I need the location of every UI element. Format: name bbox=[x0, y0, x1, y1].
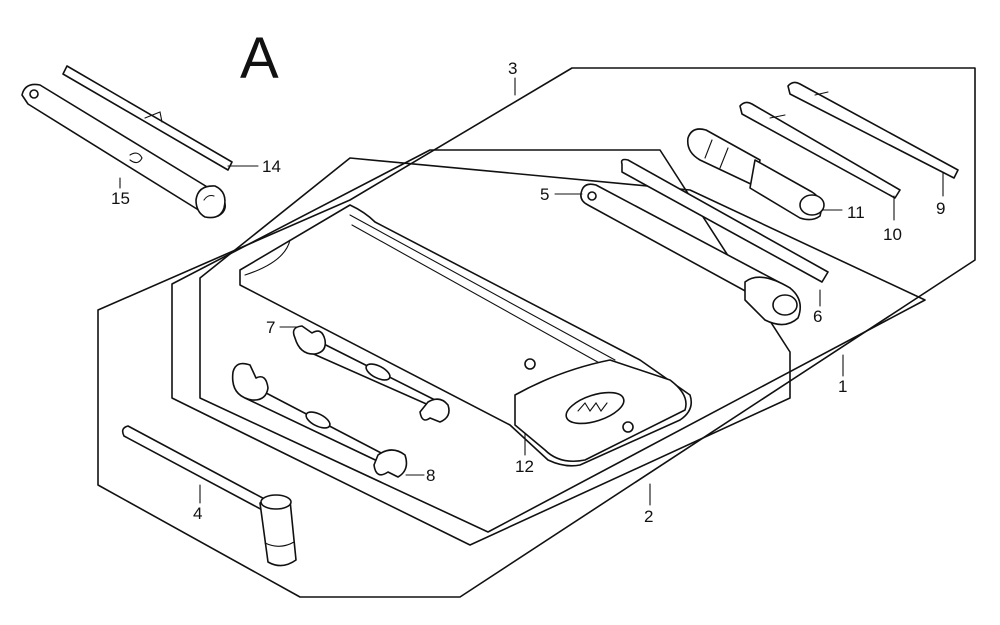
wrench-part-8 bbox=[231, 362, 408, 478]
screwdriver-blade-part-14 bbox=[62, 65, 233, 171]
callout-2: 2 bbox=[644, 507, 653, 526]
box-socket-part-15 bbox=[21, 83, 226, 219]
callout-3: 3 bbox=[508, 59, 517, 78]
section-letter: A bbox=[240, 26, 279, 91]
callout-7: 7 bbox=[266, 318, 275, 337]
callout-4: 4 bbox=[193, 504, 202, 523]
callout-11: 11 bbox=[847, 203, 865, 222]
callout-10: 10 bbox=[883, 225, 902, 244]
outline-2-toolkit-boundary bbox=[97, 67, 976, 598]
extension-bar-part-6 bbox=[620, 158, 829, 283]
wrench-part-7 bbox=[292, 325, 450, 423]
outline-3-case-boundary bbox=[171, 149, 791, 546]
spanner-part-5 bbox=[580, 183, 801, 326]
callout-1: 1 bbox=[838, 377, 847, 396]
callout-6: 6 bbox=[813, 307, 822, 326]
callout-9: 9 bbox=[936, 199, 945, 218]
screwdriver-grip-part-11 bbox=[686, 128, 825, 221]
callout-12: 12 bbox=[515, 457, 534, 476]
callout-5: 5 bbox=[540, 185, 549, 204]
tool-bag bbox=[239, 204, 693, 467]
callout-15: 15 bbox=[111, 189, 130, 208]
leader-lines bbox=[119, 77, 944, 506]
screwdriver-part-9 bbox=[787, 81, 959, 179]
screwdriver-part-10 bbox=[739, 101, 901, 199]
callout-8: 8 bbox=[426, 466, 435, 485]
callout-14: 14 bbox=[262, 157, 281, 176]
plug-wrench-part-4 bbox=[121, 425, 297, 567]
outline-1-bag-boundary bbox=[199, 157, 926, 533]
